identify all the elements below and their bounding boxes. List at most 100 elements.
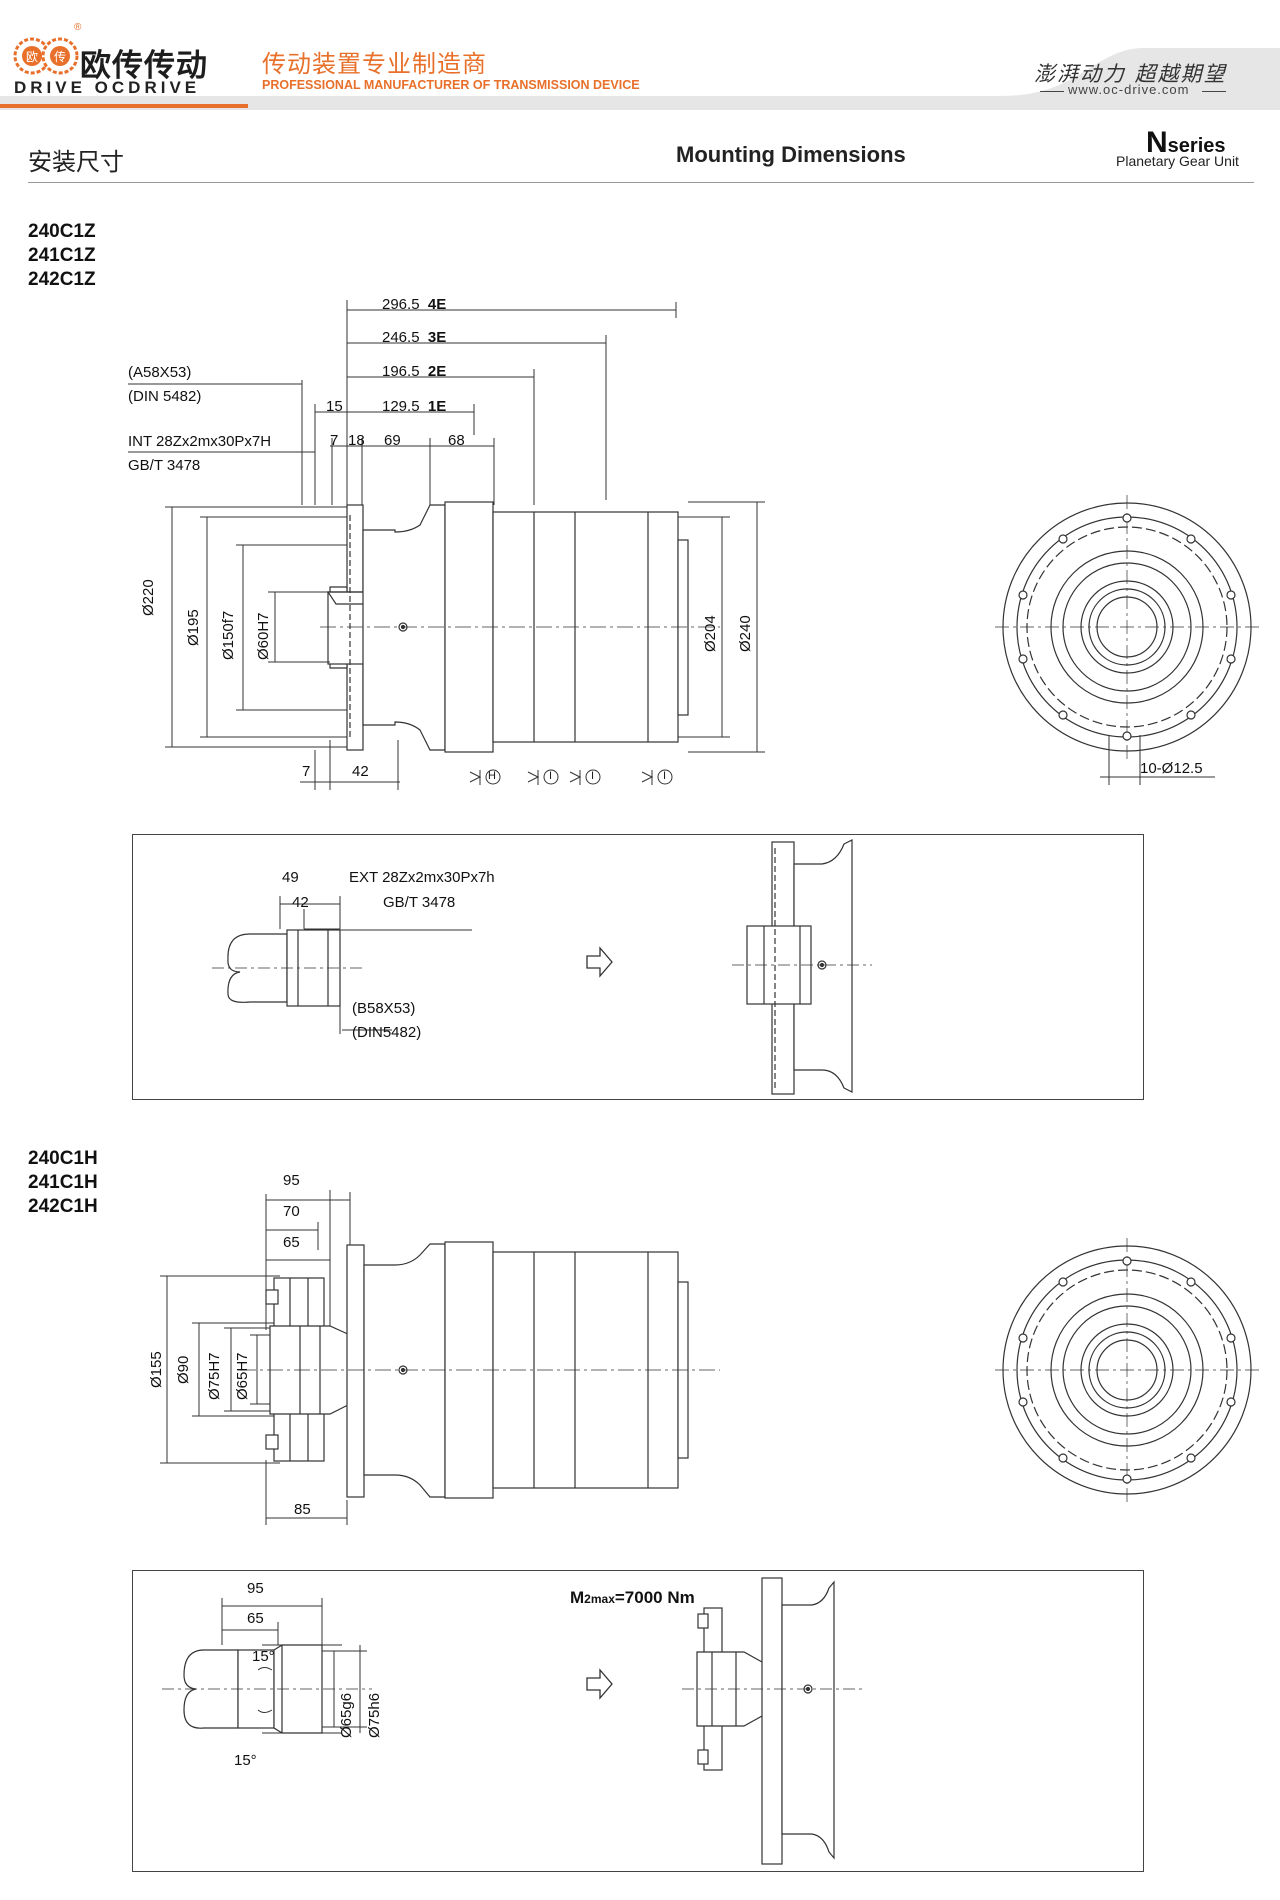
box1-ext-gb: GB/T 3478 xyxy=(383,894,456,911)
tagline-en: PROFESSIONAL MANUFACTURER OF TRANSMISSIO… xyxy=(262,78,640,92)
box1-d42: 42 xyxy=(292,894,309,911)
brand-name-cn: 欧传传动 xyxy=(80,48,208,83)
model-241c1z: 241C1Z xyxy=(28,245,96,266)
box2-dia65: Ø65g6 xyxy=(338,1692,355,1738)
slogan: 澎湃动力 超越期望 xyxy=(1034,62,1227,86)
logo-right-char: 传 xyxy=(54,49,66,64)
title-divider xyxy=(28,182,1254,183)
s1-tag-2e: 2E xyxy=(427,363,447,380)
website-url[interactable]: www.oc-drive.com xyxy=(1068,82,1190,97)
box1-d49: 49 xyxy=(282,869,299,886)
s2-dia75: Ø75H7 xyxy=(206,1352,223,1400)
s1-dia220: Ø220 xyxy=(140,579,157,616)
s1-len-3e-value: 246.5 xyxy=(382,329,420,346)
bolt-holes xyxy=(1018,513,1236,741)
box2-dia75: Ø75h6 xyxy=(366,1692,383,1738)
s1-dia60: Ø60H7 xyxy=(255,612,272,660)
gear-unit-end-view-2 xyxy=(995,1238,1260,1502)
s1-d69: 69 xyxy=(384,432,401,449)
s1-dia150: Ø150f7 xyxy=(220,610,237,660)
s1-len-4e-value: 296.5 xyxy=(382,296,420,313)
marker-i-2: I xyxy=(591,770,595,782)
torque-subscript: 2max xyxy=(584,1592,615,1606)
box2-drawing xyxy=(162,1577,862,1865)
s2-d70: 70 xyxy=(283,1203,300,1220)
torque-value: =7000 Nm xyxy=(614,1588,695,1607)
marker-i-3: I xyxy=(663,770,667,782)
brand-logo-icon: 欧 传 xyxy=(13,37,79,75)
s1-d18: 18 xyxy=(348,432,365,449)
s1-spline-din: (DIN 5482) xyxy=(128,388,202,405)
model-242c1z: 242C1Z xyxy=(28,269,96,290)
model-242c1h: 242C1H xyxy=(28,1196,98,1217)
s2-d65: 65 xyxy=(283,1234,300,1251)
box2-torque: M2max=7000 Nm xyxy=(570,1588,695,1608)
section1-drawing xyxy=(128,300,1260,790)
box2-angle-top: 15° xyxy=(252,1648,275,1665)
s2-left-dims xyxy=(160,1275,300,1464)
s1-len-4e: 296.5 4E xyxy=(382,296,446,313)
logo-left-char: 欧 xyxy=(26,50,38,64)
model-240c1z: 240C1Z xyxy=(28,221,96,242)
s1-len-2e: 196.5 2E xyxy=(382,363,446,380)
s2-d85: 85 xyxy=(294,1501,311,1518)
s1-dia204: Ø204 xyxy=(702,615,719,652)
s2-top-dims xyxy=(265,1190,351,1340)
s1-bot42: 42 xyxy=(352,763,369,780)
box1-spline-din: (DIN5482) xyxy=(352,1024,422,1041)
left-diameter-dims xyxy=(165,506,347,748)
box1-drawing xyxy=(212,839,872,1095)
s2-d95: 95 xyxy=(283,1172,300,1189)
gear-unit-end-view xyxy=(995,495,1260,785)
s1-tag-3e: 3E xyxy=(427,329,447,346)
box2-angle-bottom: 15° xyxy=(234,1752,257,1769)
brand-name-en: DRIVE OCDRIVE xyxy=(14,78,201,97)
section1-models: 240C1Z 241C1Z 242C1Z xyxy=(28,220,96,292)
s1-d7: 7 xyxy=(330,432,339,449)
s1-d15: 15 xyxy=(326,398,343,415)
torque-symbol: M xyxy=(570,1588,585,1607)
box1-spline-std: (B58X53) xyxy=(352,1000,416,1017)
right-diameter-dims xyxy=(678,501,765,753)
s1-bot7: 7 xyxy=(302,763,311,780)
s1-holes: 10-Ø12.5 xyxy=(1140,760,1203,777)
s1-len-3e: 246.5 3E xyxy=(382,329,446,346)
alt-shaft-box-2 xyxy=(132,1570,1144,1872)
s2-dia90: Ø90 xyxy=(175,1355,192,1384)
inspection-markers xyxy=(469,769,673,785)
section2-drawing xyxy=(160,1190,1260,1525)
model-240c1h: 240C1H xyxy=(28,1148,98,1169)
marker-h: H xyxy=(488,770,496,782)
series-title: Nseries xyxy=(1146,126,1226,160)
s2-dia65: Ø65H7 xyxy=(234,1352,251,1400)
s1-tag-4e: 4E xyxy=(427,296,447,313)
s2-dia155: Ø155 xyxy=(148,1351,165,1388)
page-title-cn: 安装尺寸 xyxy=(28,149,124,176)
s1-len-2e-value: 196.5 xyxy=(382,363,420,380)
s1-len-1e-value: 129.5 xyxy=(382,398,420,415)
registered-mark: ® xyxy=(74,22,82,33)
header-band xyxy=(0,48,1280,110)
marker-i-1: I xyxy=(549,770,553,782)
series-word: series xyxy=(1167,135,1226,157)
page-title-en: Mounting Dimensions xyxy=(676,142,906,167)
s1-tag-1e: 1E xyxy=(427,398,447,415)
tagline-cn: 传动装置专业制造商 xyxy=(262,51,487,78)
bottom-dims xyxy=(300,740,400,790)
top-dimension-lines xyxy=(301,300,677,520)
accent-line xyxy=(0,104,248,108)
s1-int-spec: INT 28Zx2mx30Px7H xyxy=(128,433,272,450)
label-leaders xyxy=(128,383,315,453)
url-rule-left xyxy=(1040,91,1064,92)
s1-dia240: Ø240 xyxy=(737,615,754,652)
series-subtitle: Planetary Gear Unit xyxy=(1116,153,1239,169)
model-241c1h: 241C1H xyxy=(28,1172,98,1193)
box2-d65: 65 xyxy=(247,1610,264,1627)
section2-models: 240C1H 241C1H 242C1H xyxy=(28,1147,98,1219)
s1-int-gb: GB/T 3478 xyxy=(128,457,201,474)
s2-bottom-dims xyxy=(265,1460,348,1525)
series-letter: N xyxy=(1146,126,1168,159)
s1-d68: 68 xyxy=(448,432,465,449)
s1-spline-std: (A58X53) xyxy=(128,364,192,381)
box2-d95: 95 xyxy=(247,1580,264,1597)
